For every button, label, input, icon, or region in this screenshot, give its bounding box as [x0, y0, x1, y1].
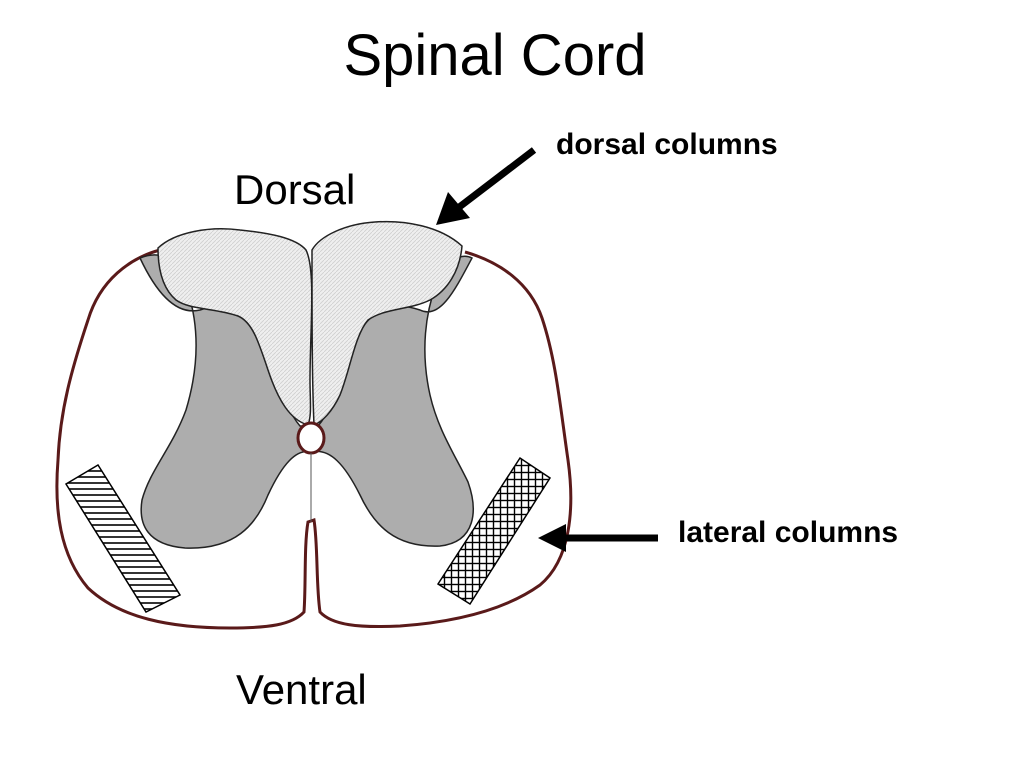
- label-dorsal-columns: dorsal columns: [556, 128, 778, 161]
- lateral-tract-left: [64, 463, 182, 613]
- arrow-dorsal-columns: [436, 147, 537, 225]
- dorsal-column-left: [157, 228, 313, 426]
- lateral-tract-right: [436, 456, 552, 606]
- arrow-lateral-columns: [538, 524, 658, 552]
- central-canal: [296, 421, 326, 455]
- label-lateral-columns: lateral columns: [678, 516, 899, 549]
- dorsal-column-right: [311, 220, 463, 427]
- slide-title: Spinal Cord: [343, 23, 647, 88]
- label-ventral: Ventral: [236, 666, 367, 713]
- label-dorsal: Dorsal: [234, 166, 356, 213]
